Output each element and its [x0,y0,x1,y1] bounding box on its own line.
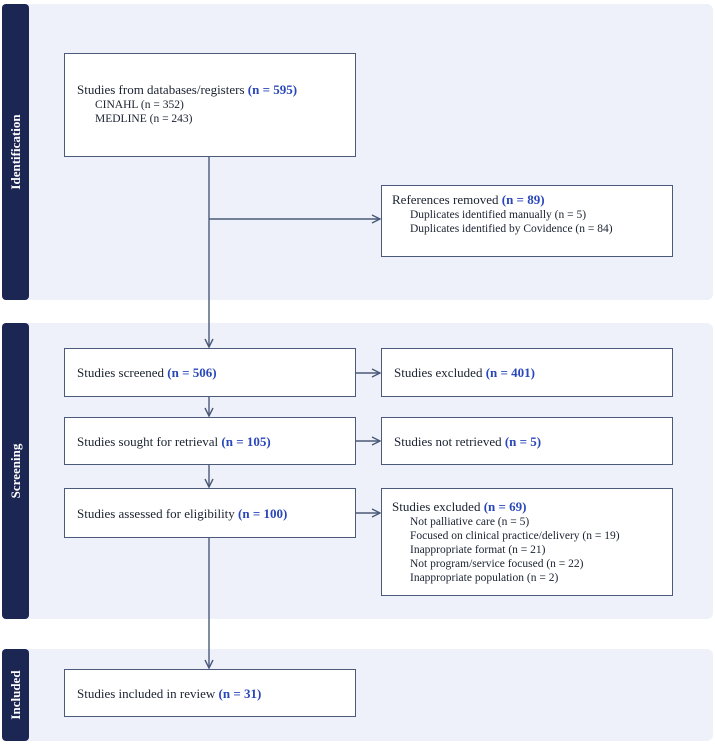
database-item: MEDLINE (n = 243) [95,113,193,125]
studies-screened-box: Studies screened (n = 506) [64,348,356,397]
exclusion-reason: Not program/service focused (n = 22) [410,558,584,570]
exclusion-reason: Not palliative care (n = 5) [410,516,530,528]
studies-excluded-eligibility-box: Studies excluded (n = 69) Not palliative… [381,488,673,596]
identification-label: Identification [2,4,29,300]
exclusion-reason: Inappropriate population (n = 2) [410,572,559,584]
references-removed-box: References removed (n = 89) Duplicates i… [381,185,673,257]
studies-not-retrieved-box: Studies not retrieved (n = 5) [381,417,673,465]
screening-label: Screening [2,323,29,619]
studies-assessed-box: Studies assessed for eligibility (n = 10… [64,488,356,538]
included-label: Included [2,649,29,741]
removed-item: Duplicates identified by Covidence (n = … [410,223,613,235]
exclusion-reason: Focused on clinical practice/delivery (n… [410,530,620,542]
studies-sought-box: Studies sought for retrieval (n = 105) [64,417,356,465]
database-item: CINAHL (n = 352) [95,99,184,111]
studies-excluded-screening-box: Studies excluded (n = 401) [381,348,673,397]
removed-item: Duplicates identified manually (n = 5) [410,209,587,221]
exclusion-reason: Inappropriate format (n = 21) [410,544,546,556]
studies-included-box: Studies included in review (n = 31) [64,669,356,717]
databases-box: Studies from databases/registers (n = 59… [64,53,356,157]
